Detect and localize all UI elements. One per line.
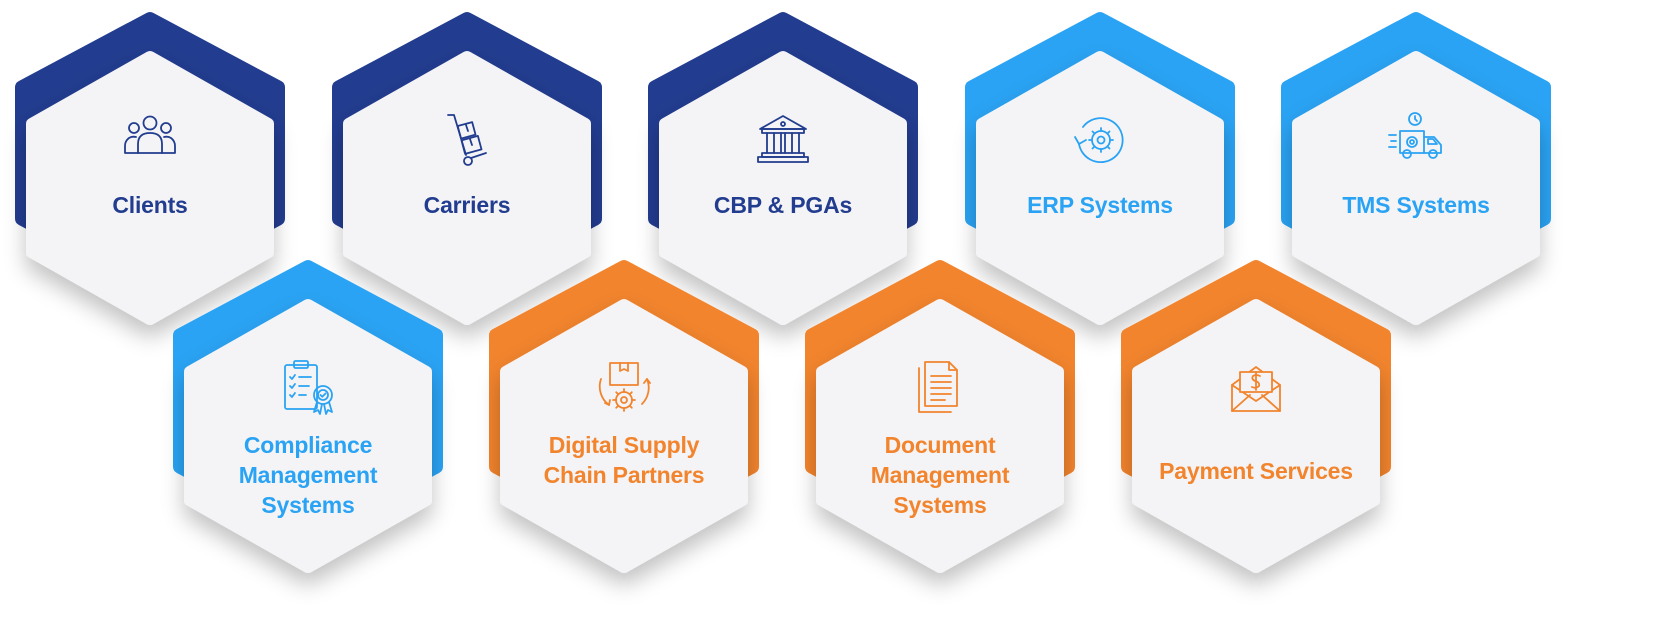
hexagon-face [1292, 51, 1540, 325]
box-gear-icon [594, 358, 654, 418]
hexagon-shape [15, 12, 285, 325]
people-icon [120, 110, 180, 170]
node-payment-services: Payment Services [1120, 260, 1392, 573]
hexagon-face [500, 299, 748, 573]
hexagon-shape [489, 260, 759, 573]
gear-cycle-icon [1070, 110, 1130, 170]
hexagon-face [1132, 299, 1380, 573]
node-label: Payment Services [1159, 458, 1353, 484]
node-label: Clients [112, 192, 188, 218]
hexagon-face [659, 51, 907, 325]
node-carriers: Carriers [331, 12, 603, 325]
hand-truck-icon [437, 110, 497, 170]
node-digital-supply-chain-partners: Digital Supply Chain Partners [488, 260, 760, 573]
node-label: Digital Supply Chain Partners [543, 432, 705, 488]
node-content: Payment Services [1140, 358, 1372, 512]
node-content: Digital Supply Chain Partners [508, 358, 740, 512]
hexagon-face [343, 51, 591, 325]
delivery-truck-icon [1386, 110, 1446, 170]
node-cbp-pgas: CBP & PGAs [647, 12, 919, 325]
node-content: Compliance Management Systems [192, 358, 424, 518]
clipboard-certificate-icon [278, 358, 338, 416]
node-content: Carriers [351, 110, 583, 264]
node-content: CBP & PGAs [667, 110, 899, 264]
money-envelope-icon [1226, 358, 1286, 418]
node-label: Compliance Management Systems [238, 432, 378, 518]
node-label: CBP & PGAs [713, 192, 853, 218]
document-icon [910, 358, 970, 416]
hexagon-face [184, 299, 432, 573]
hexagon-shape [173, 260, 443, 573]
node-document-management-systems: Document Management Systems [804, 260, 1076, 573]
node-tms-systems: TMS Systems [1280, 12, 1552, 325]
node-content: ERP Systems [984, 110, 1216, 264]
hexagon-shape [805, 260, 1075, 573]
node-label: TMS Systems [1342, 192, 1490, 218]
node-label: Carriers [423, 192, 511, 218]
node-content: Document Management Systems [824, 358, 1056, 518]
node-content: TMS Systems [1300, 110, 1532, 264]
government-building-icon [753, 110, 813, 170]
hexagon-face [26, 51, 274, 325]
hexagon-face [816, 299, 1064, 573]
hexagon-shape [648, 12, 918, 325]
node-label: ERP Systems [1027, 192, 1173, 218]
hexagon-face [976, 51, 1224, 325]
node-label: Document Management Systems [870, 432, 1010, 518]
node-erp-systems: ERP Systems [964, 12, 1236, 325]
node-compliance-management-systems: Compliance Management Systems [172, 260, 444, 573]
node-clients: Clients [14, 12, 286, 325]
node-content: Clients [34, 110, 266, 264]
hexagon-shape [965, 12, 1235, 325]
